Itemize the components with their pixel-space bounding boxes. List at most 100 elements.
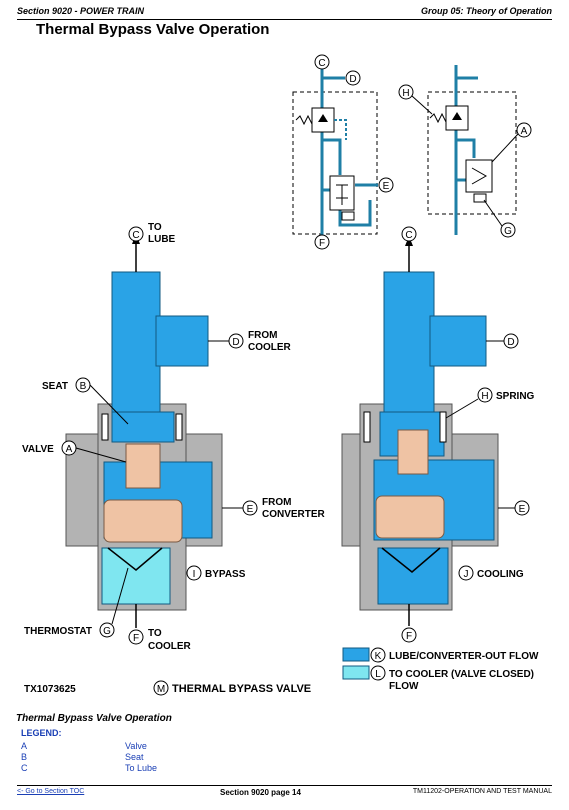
label-to-lube-2: LUBE [148, 234, 176, 245]
legend-label-lube: LUBE/CONVERTER-OUT FLOW [389, 651, 539, 662]
section-toc-link[interactable]: <- Go to Section TOC [17, 788, 85, 795]
legend-label-cooler-1: TO COOLER (VALVE CLOSED) [389, 669, 534, 680]
label-valve: VALVE [22, 444, 54, 455]
thermostat-cage-left [107, 547, 163, 571]
svg-text:G: G [504, 226, 512, 237]
legend-value: Seat [125, 752, 144, 762]
callout-m: M [153, 680, 169, 696]
legend-item: B Seat [21, 752, 144, 762]
page-title: Thermal Bypass Valve Operation [36, 21, 270, 38]
label-from-cooler-2: COOLER [248, 342, 292, 353]
spring-left [101, 413, 109, 441]
thermostat-cage-right [381, 547, 441, 573]
callout-e-right: E [498, 500, 530, 516]
legend-swatch-cooler [342, 665, 370, 680]
svg-text:F: F [133, 633, 139, 644]
thermostat-element-right [375, 495, 445, 539]
legend-label-cooler-2: FLOW [389, 681, 419, 692]
legend-key: B [21, 752, 28, 762]
svg-text:J: J [464, 569, 469, 580]
svg-text:E: E [383, 181, 390, 192]
callout-b-left: B [75, 377, 129, 425]
valve-bypass-view [65, 234, 223, 611]
figure-id: TX1073625 [24, 684, 76, 695]
callout-i: I [186, 565, 202, 581]
legend-heading: LEGEND: [21, 728, 62, 738]
schematic-return [338, 200, 372, 227]
callout-f-left: F [128, 629, 144, 645]
callout-g-left: G [99, 567, 129, 638]
svg-text:H: H [481, 391, 488, 402]
legend-value: To Lube [125, 763, 158, 773]
schematic2-thermal-valve [465, 159, 493, 193]
callout-h-top: H [398, 84, 433, 115]
callout-a-top: A [491, 122, 532, 163]
label-thermostat: THERMOSTAT [24, 626, 92, 637]
schematic2-arrow [452, 112, 462, 120]
svg-text:A: A [521, 126, 528, 137]
callout-a-left: A [61, 440, 127, 463]
schematic2-thermostat [473, 193, 487, 203]
svg-text:D: D [507, 337, 514, 348]
schematic-spring [295, 114, 313, 126]
svg-text:B: B [80, 381, 87, 392]
svg-text:D: D [232, 337, 239, 348]
label-to-cooler-2: COOLER [148, 641, 192, 652]
callout-f-right: F [401, 627, 417, 643]
valve-cooling-view [341, 236, 499, 611]
svg-text:H: H [402, 88, 409, 99]
svg-text:C: C [132, 230, 139, 241]
cooler-inlet-pipe-left [155, 315, 209, 367]
svg-text:C: C [405, 230, 412, 241]
svg-text:E: E [519, 504, 526, 515]
label-spring: SPRING [496, 391, 535, 402]
group-header: Group 05: Theory of Operation [420, 6, 552, 16]
cooler-inlet-pipe-right [429, 315, 487, 367]
schematic-valve-symbol [336, 184, 348, 205]
label-from-converter-1: FROM [262, 497, 291, 508]
schematic-branch [322, 138, 342, 175]
svg-text:G: G [103, 626, 111, 637]
schematic2-spring [429, 112, 447, 124]
callout-c-right: C [401, 226, 417, 242]
schematic-boundary-2 [427, 91, 517, 215]
schematic2-branch [456, 138, 476, 158]
schematic-arrow [318, 114, 328, 122]
svg-text:A: A [66, 444, 73, 455]
svg-text:C: C [318, 58, 325, 69]
label-to-cooler-1: TO [148, 628, 162, 639]
svg-text:F: F [319, 238, 325, 249]
schematic-pilot [334, 119, 347, 140]
lube-outlet-pipe-left [111, 271, 161, 413]
svg-text:M: M [157, 684, 165, 695]
section-header: Section 9020 - POWER TRAIN [17, 6, 145, 16]
svg-text:I: I [193, 569, 196, 580]
label-seat: SEAT [42, 381, 68, 392]
cooler-outlet-left [101, 547, 171, 605]
page-number: Section 9020 page 14 [220, 788, 301, 797]
schematic-line-e [322, 183, 378, 192]
callout-k: K [370, 647, 386, 663]
valve-stem-right [397, 429, 429, 475]
thermal-bypass-valve-figure: C D E F H A G [22, 54, 539, 696]
callout-d-left: D [208, 333, 244, 349]
svg-text:F: F [406, 631, 412, 642]
figure-caption: Thermal Bypass Valve Operation [16, 713, 172, 724]
legend-key: A [21, 741, 28, 751]
legend-swatch-lube [342, 647, 370, 662]
label-from-converter-2: CONVERTER [262, 509, 326, 520]
label-cooling: COOLING [477, 569, 524, 580]
label-to-lube-1: TO [148, 222, 162, 233]
cooler-outlet-right [377, 547, 449, 605]
callout-j: J [458, 565, 474, 581]
callout-h-right: H [445, 387, 493, 419]
callout-d-top: D [345, 70, 361, 86]
header-divider [17, 19, 552, 20]
svg-text:L: L [375, 669, 381, 680]
lube-outlet-pipe-right [383, 271, 435, 413]
svg-text:D: D [349, 74, 356, 85]
callout-g-top: G [483, 199, 516, 238]
schematic2-valve-symbol [471, 167, 488, 185]
